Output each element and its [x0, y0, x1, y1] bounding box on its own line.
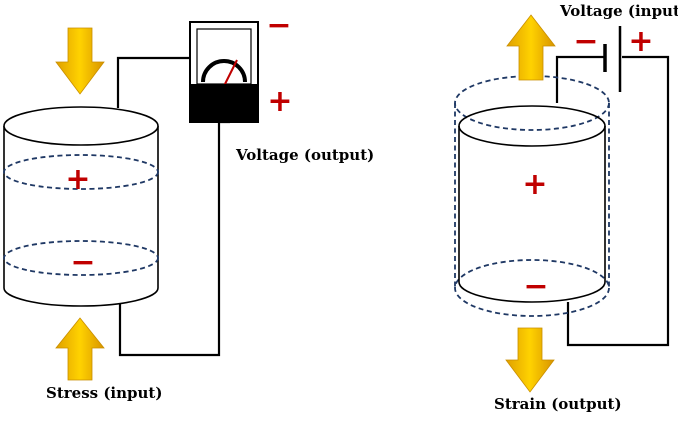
left-cylinder [3, 106, 159, 307]
right-wire-top [555, 55, 604, 103]
left-dashed-ring-bottom [3, 240, 159, 276]
left-cylinder-minus: − [70, 245, 95, 280]
left-diagram: + − Stress (input) − + Voltage (output) [3, 8, 374, 402]
left-cylinder-top [3, 106, 159, 146]
meter-minus-sign: − [266, 8, 291, 43]
right-strain-arrow-bottom [505, 327, 555, 393]
right-cylinder-plus: + [522, 167, 547, 202]
left-stress-arrow-top [55, 27, 105, 95]
voltmeter-dial-arc [201, 59, 247, 83]
left-cylinder-plus: + [65, 162, 90, 197]
left-input-label: Stress (input) [46, 384, 162, 402]
right-cylinder [454, 75, 610, 317]
right-input-label: Voltage (input) [559, 2, 678, 20]
left-cylinder-body [3, 126, 159, 307]
meter-plus-sign: + [267, 84, 292, 119]
voltmeter [189, 21, 259, 123]
left-wire-top [116, 56, 190, 108]
voltmeter-base [190, 84, 258, 122]
right-strain-arrow-top [506, 14, 556, 81]
right-dashed-ring-top [454, 75, 610, 131]
left-dashed-ring-top [3, 154, 159, 190]
right-cylinder-minus: − [523, 269, 548, 304]
right-wire-right [566, 55, 670, 347]
right-cylinder-body [458, 126, 606, 303]
left-stress-arrow-bottom [55, 317, 105, 381]
right-output-label: Strain (output) [494, 395, 622, 413]
right-dashed-ring-bottom [454, 259, 610, 317]
left-output-label: Voltage (output) [235, 146, 374, 164]
battery-plus-sign: + [628, 24, 653, 59]
battery-minus-sign: − [573, 24, 598, 59]
voltmeter-needle [223, 59, 238, 87]
right-cylinder-top [458, 105, 606, 147]
right-diagram: − + Voltage (input) + − Strain (output) [454, 2, 678, 413]
